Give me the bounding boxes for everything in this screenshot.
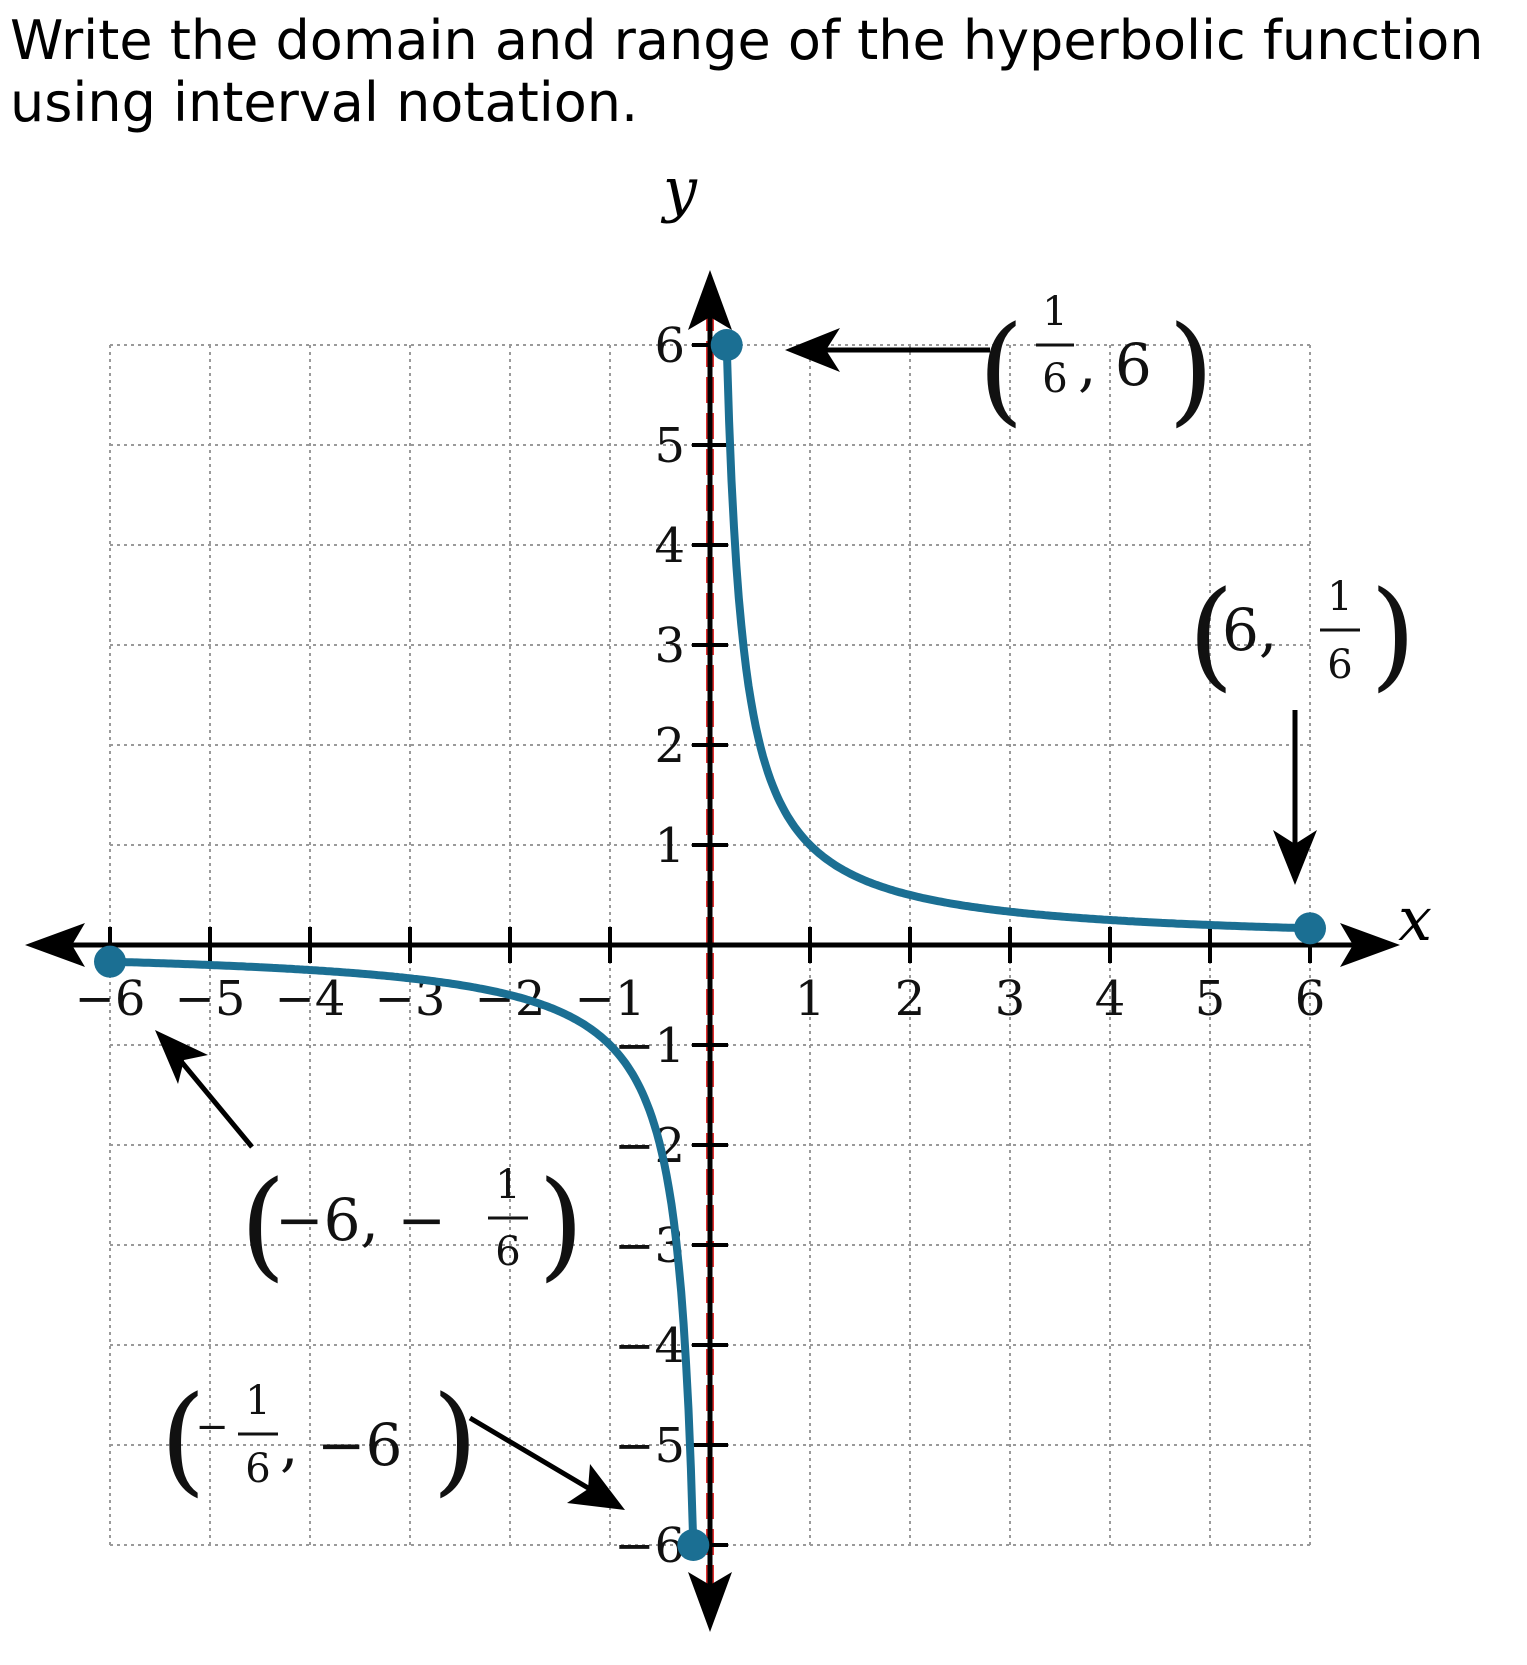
annotation-arrow-3 bbox=[168, 1046, 254, 1149]
annotation-num-1: 1 bbox=[1042, 289, 1067, 335]
annotation-den-2: 6 bbox=[1327, 642, 1352, 688]
annotation-rparen-3: ) bbox=[538, 1155, 584, 1293]
y-axis-arrow-up bbox=[688, 270, 732, 330]
x-axis-arrow-right bbox=[1340, 923, 1400, 967]
annotation-sign-4: − bbox=[195, 1404, 229, 1450]
x-tick-label: 3 bbox=[995, 971, 1026, 1027]
y-axis-label: y bbox=[660, 155, 698, 225]
annotation-rest-4: , −6 bbox=[280, 1411, 402, 1479]
annotation-lparen-3: ( bbox=[240, 1155, 286, 1293]
annotation-arrowhead-1 bbox=[785, 328, 840, 372]
y-tick-label: 1 bbox=[654, 818, 685, 874]
annotation-rparen-1: ) bbox=[1168, 300, 1214, 438]
y-tick-label: −5 bbox=[614, 1418, 685, 1474]
annotation-den-3: 6 bbox=[495, 1229, 520, 1275]
x-tick-label: 2 bbox=[895, 971, 926, 1027]
annotation-arrow-4 bbox=[468, 1415, 602, 1498]
annotation-lparen-4: ( bbox=[160, 1370, 206, 1508]
annotation-den-1: 6 bbox=[1042, 356, 1067, 402]
question-text: Write the domain and range of the hyperb… bbox=[10, 10, 1520, 134]
y-axis-arrow-down bbox=[688, 1572, 732, 1632]
annotation-rest-1: , 6 bbox=[1078, 331, 1152, 399]
hyperbola-branch-right bbox=[722, 341, 1314, 933]
x-tick-label: −1 bbox=[575, 971, 646, 1027]
x-tick-label: −5 bbox=[175, 971, 246, 1027]
annotation-arrowhead-4 bbox=[567, 1464, 625, 1510]
x-tick-label: −4 bbox=[275, 971, 346, 1027]
curves bbox=[106, 341, 1314, 1549]
endpoint-marker bbox=[710, 329, 743, 361]
annotation-point-4: ( − 1 6 , −6 ) bbox=[160, 1370, 625, 1510]
hyperbola-branch-left bbox=[106, 957, 698, 1549]
annotation-rparen-4: ) bbox=[432, 1370, 478, 1508]
annotation-num-2: 1 bbox=[1327, 574, 1352, 620]
y-tick-label: 2 bbox=[654, 718, 685, 774]
axes bbox=[25, 270, 1400, 1632]
annotation-num-4: 1 bbox=[245, 1378, 270, 1424]
annotation-lparen-2: ( bbox=[1188, 565, 1234, 703]
annotation-pre-3: −6, − bbox=[275, 1186, 446, 1254]
annotation-lparen-1: ( bbox=[978, 300, 1024, 438]
annotation-num-3: 1 bbox=[495, 1162, 520, 1208]
y-tick-label: −4 bbox=[614, 1318, 685, 1374]
x-tick-label: 4 bbox=[1095, 971, 1126, 1027]
x-axis-arrow-left bbox=[25, 923, 85, 967]
x-tick-label: 1 bbox=[795, 971, 826, 1027]
y-tick-label: −2 bbox=[614, 1118, 685, 1174]
endpoint-marker bbox=[94, 945, 126, 978]
x-tick-label: 5 bbox=[1195, 971, 1226, 1027]
y-tick-label: 4 bbox=[654, 518, 685, 574]
y-tick-label: 5 bbox=[654, 418, 685, 474]
labeled-points bbox=[94, 329, 1326, 1561]
question-line-1: Write the domain and range of the hyperb… bbox=[10, 9, 1484, 72]
annotation-point-1: ( 1 6 , 6 ) bbox=[785, 289, 1214, 438]
x-tick-label: −6 bbox=[75, 971, 146, 1027]
endpoint-marker bbox=[677, 1529, 710, 1561]
y-tick-label: −6 bbox=[614, 1518, 685, 1574]
annotation-den-4: 6 bbox=[245, 1446, 270, 1492]
x-tick-label: 6 bbox=[1295, 971, 1326, 1027]
annotation-rparen-2: ) bbox=[1370, 565, 1416, 703]
y-tick-label: 3 bbox=[654, 618, 685, 674]
annotation-pre-2: 6, bbox=[1222, 596, 1277, 664]
annotation-arrowhead-3 bbox=[155, 1030, 208, 1084]
annotation-point-3: ( −6, − 1 6 ) bbox=[155, 1030, 584, 1293]
y-tick-label: 6 bbox=[654, 318, 685, 374]
annotation-point-2: ( 6, 1 6 ) bbox=[1188, 565, 1416, 885]
x-axis-label: x bbox=[1398, 885, 1432, 955]
endpoint-marker bbox=[1294, 912, 1326, 945]
question-line-2: using interval notation. bbox=[10, 71, 639, 134]
annotation-arrowhead-2 bbox=[1273, 830, 1317, 885]
